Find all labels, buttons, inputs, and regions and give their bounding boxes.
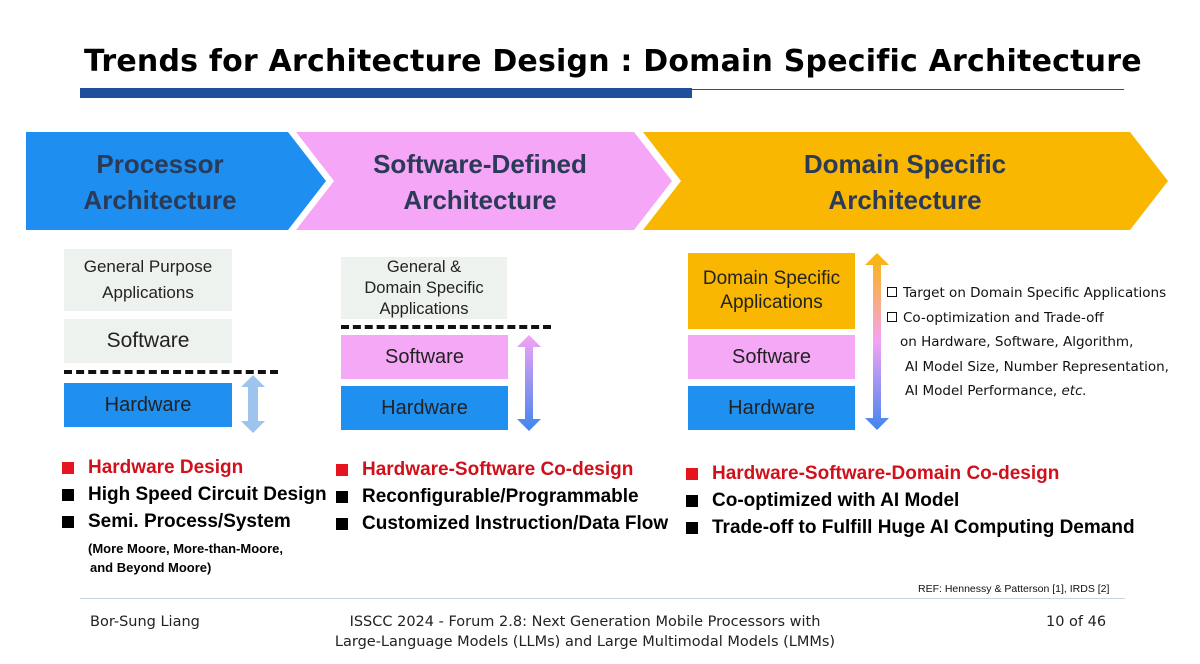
bullet-semi-process: Semi. Process/System: [62, 508, 327, 535]
footer-event: ISSCC 2024 - Forum 2.8: Next Generation …: [300, 612, 870, 652]
chevron-domain-specific-label: Domain Specific Architecture: [760, 146, 1050, 218]
bullet-reconfigurable: Reconfigurable/Programmable: [336, 483, 668, 510]
bullet-customized-instruction: Customized Instruction/Data Flow: [336, 510, 668, 537]
red-square-bullet-icon: [686, 467, 698, 480]
chevron-software-defined-label: Software-Defined Architecture: [340, 146, 620, 218]
footer-event-line2: Large-Language Models (LLMs) and Large M…: [334, 634, 836, 650]
dsa-note-cooptimization: Co-optimization and Trade-off: [887, 306, 1169, 331]
red-square-bullet-icon: [336, 463, 348, 476]
software-defined-hardware-label: Hardware: [381, 396, 468, 419]
software-defined-software-label: Software: [385, 345, 464, 368]
dsa-note-line5: AI Model Performance, etc.: [905, 383, 1087, 399]
title-underline-thick: [80, 88, 692, 98]
software-defined-apps-line1: General &: [386, 257, 462, 276]
footer-event-line1: ISSCC 2024 - Forum 2.8: Next Generation …: [349, 614, 821, 630]
chevron-domain-specific-line1: Domain Specific: [803, 149, 1007, 179]
domain-specific-software-box: Software: [688, 335, 855, 379]
square-bullet-icon: [686, 521, 698, 534]
bullet-hw-sw-codesign: Hardware-Software Co-design: [336, 456, 668, 483]
bullet-tradeoff-ai-demand: Trade-off to Fulfill Huge AI Computing D…: [686, 514, 1135, 541]
domain-specific-software-label: Software: [732, 345, 811, 368]
processor-hardware-label: Hardware: [104, 393, 192, 416]
square-bullet-icon: [62, 488, 74, 501]
chevron-processor: [26, 132, 326, 230]
software-defined-apps-line2: Domain Specific: [364, 278, 484, 297]
domain-specific-apps-line2: Applications: [720, 292, 823, 313]
software-defined-software-box: Software: [341, 335, 508, 379]
software-defined-apps-box: General & Domain Specific Applications: [341, 257, 507, 319]
bullet-high-speed-circuit: High Speed Circuit Design: [62, 481, 327, 508]
bullet-hardware-design: Hardware Design: [62, 454, 327, 481]
domain-specific-double-arrow-icon: [865, 253, 889, 430]
square-bullet-icon: [336, 490, 348, 503]
chevron-domain-specific: [643, 132, 1168, 230]
bullets-software-defined: Hardware-Software Co-design Reconfigurab…: [336, 456, 668, 537]
chevron-processor-line1: Processor: [96, 149, 224, 179]
bullets-processor: Hardware Design High Speed Circuit Desig…: [62, 454, 327, 535]
bullet-hw-sw-domain-codesign: Hardware-Software-Domain Co-design: [686, 460, 1135, 487]
chevron-software-defined: [296, 132, 672, 230]
processor-hardware-box: Hardware: [64, 383, 232, 427]
footer-author: Bor-Sung Liang: [90, 614, 200, 630]
chevron-domain-specific-line2: Architecture: [828, 185, 982, 215]
square-bullet-icon: [686, 494, 698, 507]
processor-apps-line1: General Purpose: [83, 257, 213, 276]
domain-specific-apps-box: Domain Specific Applications: [688, 253, 855, 329]
software-defined-hardware-box: Hardware: [341, 386, 508, 430]
processor-apps-line2: Applications: [102, 283, 194, 302]
bullet-cooptimized-ai-model: Co-optimized with AI Model: [686, 487, 1135, 514]
red-square-bullet-icon: [62, 461, 74, 474]
square-bullet-icon: [62, 515, 74, 528]
checkbox-icon: [887, 311, 897, 322]
dsa-notes: Target on Domain Specific Applications C…: [887, 281, 1169, 404]
dsa-note-line3: on Hardware, Software, Algorithm,: [900, 334, 1134, 350]
processor-double-arrow-icon: [241, 375, 265, 433]
checkbox-icon: [887, 287, 897, 297]
domain-specific-apps-line1: Domain Specific: [702, 268, 841, 289]
footer-page-number: 10 of 46: [1046, 614, 1107, 630]
processor-hw-sw-divider: [64, 370, 278, 374]
title-underline-thin: [692, 89, 1124, 90]
dsa-note-line4: AI Model Size, Number Representation,: [905, 358, 1169, 375]
reference-note: REF: Hennessy & Patterson [1], IRDS [2]: [918, 583, 1110, 595]
processor-software-box: Software: [64, 319, 232, 363]
software-defined-apps-line3: Applications: [379, 299, 469, 318]
bullets-domain-specific: Hardware-Software-Domain Co-design Co-op…: [686, 460, 1135, 541]
domain-specific-hardware-label: Hardware: [728, 396, 815, 419]
software-defined-double-arrow-icon: [517, 335, 541, 431]
bullet-semi-process-sub: (More Moore, More-than-Moore, and Beyond…: [88, 541, 283, 575]
chevron-software-defined-line1: Software-Defined: [373, 149, 587, 179]
square-bullet-icon: [336, 517, 348, 530]
chevron-software-defined-line2: Architecture: [403, 185, 557, 215]
software-defined-divider: [341, 325, 551, 329]
domain-specific-hardware-box: Hardware: [688, 386, 855, 430]
chevron-processor-label: Processor Architecture: [40, 146, 280, 218]
chevron-processor-line2: Architecture: [83, 185, 237, 215]
footer-divider: [80, 598, 1125, 599]
processor-apps-box: General Purpose Applications: [64, 249, 232, 311]
dsa-note-target: Target on Domain Specific Applications: [887, 281, 1169, 306]
processor-software-label: Software: [106, 329, 190, 352]
slide-title: Trends for Architecture Design : Domain …: [84, 44, 1142, 79]
architecture-chevrons: [26, 132, 1168, 230]
